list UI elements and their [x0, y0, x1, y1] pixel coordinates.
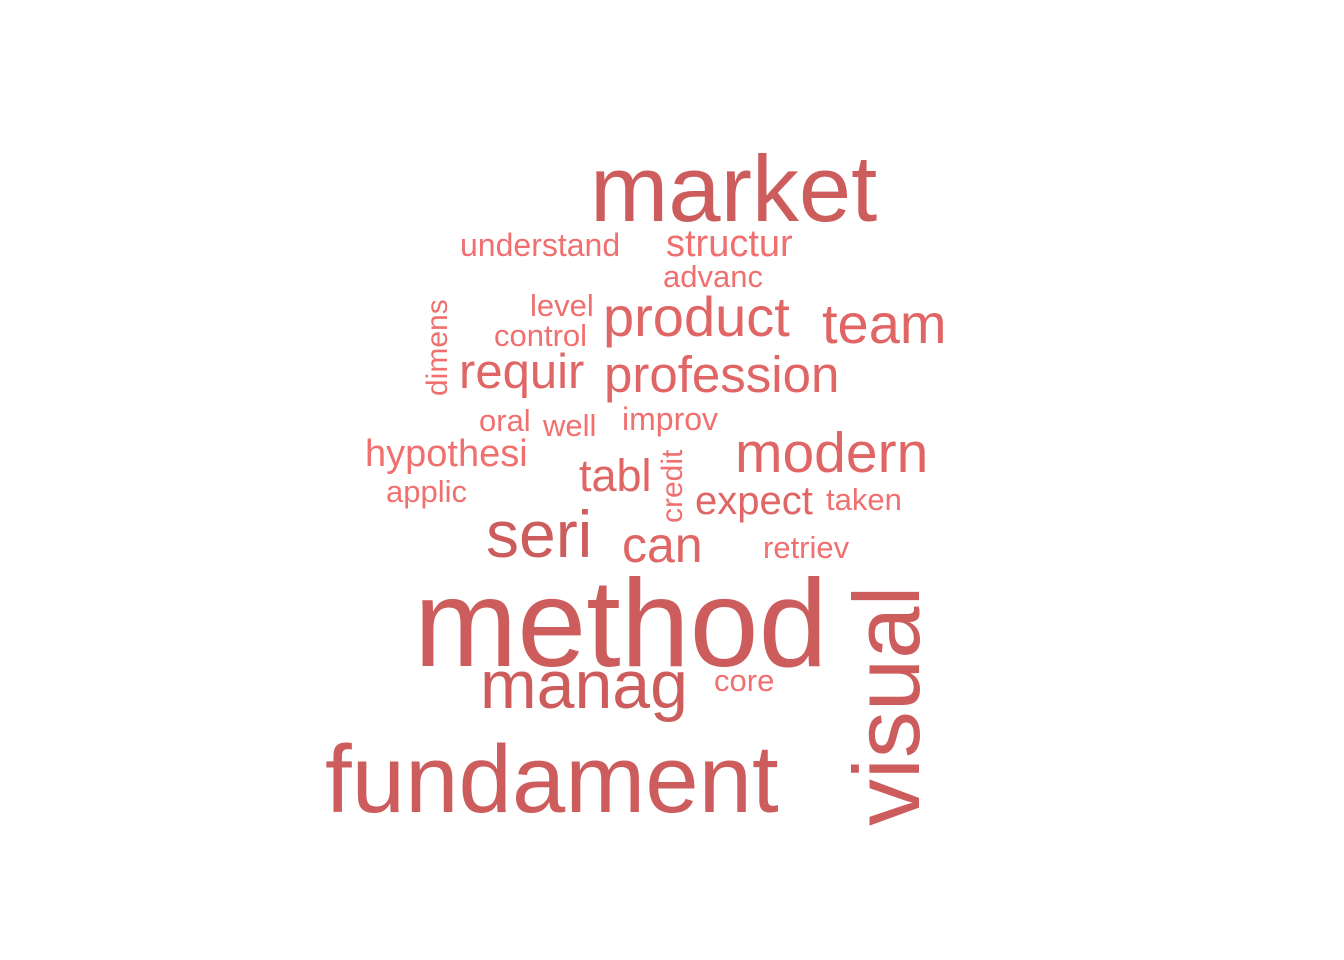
word-retriev: retriev: [763, 530, 850, 565]
word-oral: oral: [479, 403, 531, 438]
word-control: control: [494, 318, 588, 353]
word-seri: seri: [486, 497, 593, 571]
word-manag: manag: [480, 647, 688, 723]
word-credit: credit: [656, 449, 689, 523]
word-hypothesi: hypothesi: [365, 433, 528, 475]
word-team: team: [822, 292, 947, 355]
word-structur: structur: [666, 223, 793, 265]
word-visual: visual: [834, 585, 939, 826]
word-well: well: [543, 408, 597, 443]
word-can: can: [622, 517, 703, 573]
word-understand: understand: [460, 227, 621, 263]
word-market: market: [590, 136, 878, 241]
word-advanc: advanc: [663, 259, 763, 294]
word-method: method: [414, 555, 828, 693]
word-applic: applic: [386, 474, 467, 509]
word-product: product: [603, 285, 790, 348]
word-improv: improv: [622, 401, 719, 437]
word-tabl: tabl: [579, 450, 652, 501]
word-core: core: [714, 663, 775, 698]
word-expect: expect: [695, 479, 813, 523]
word-requir: requir: [459, 345, 585, 399]
word-fundament: fundament: [325, 726, 779, 833]
word-taken: taken: [826, 482, 902, 517]
word-profession: profession: [604, 346, 840, 403]
word-level: level: [530, 288, 594, 323]
word-modern: modern: [735, 421, 929, 485]
word-dimens: dimens: [421, 299, 454, 396]
